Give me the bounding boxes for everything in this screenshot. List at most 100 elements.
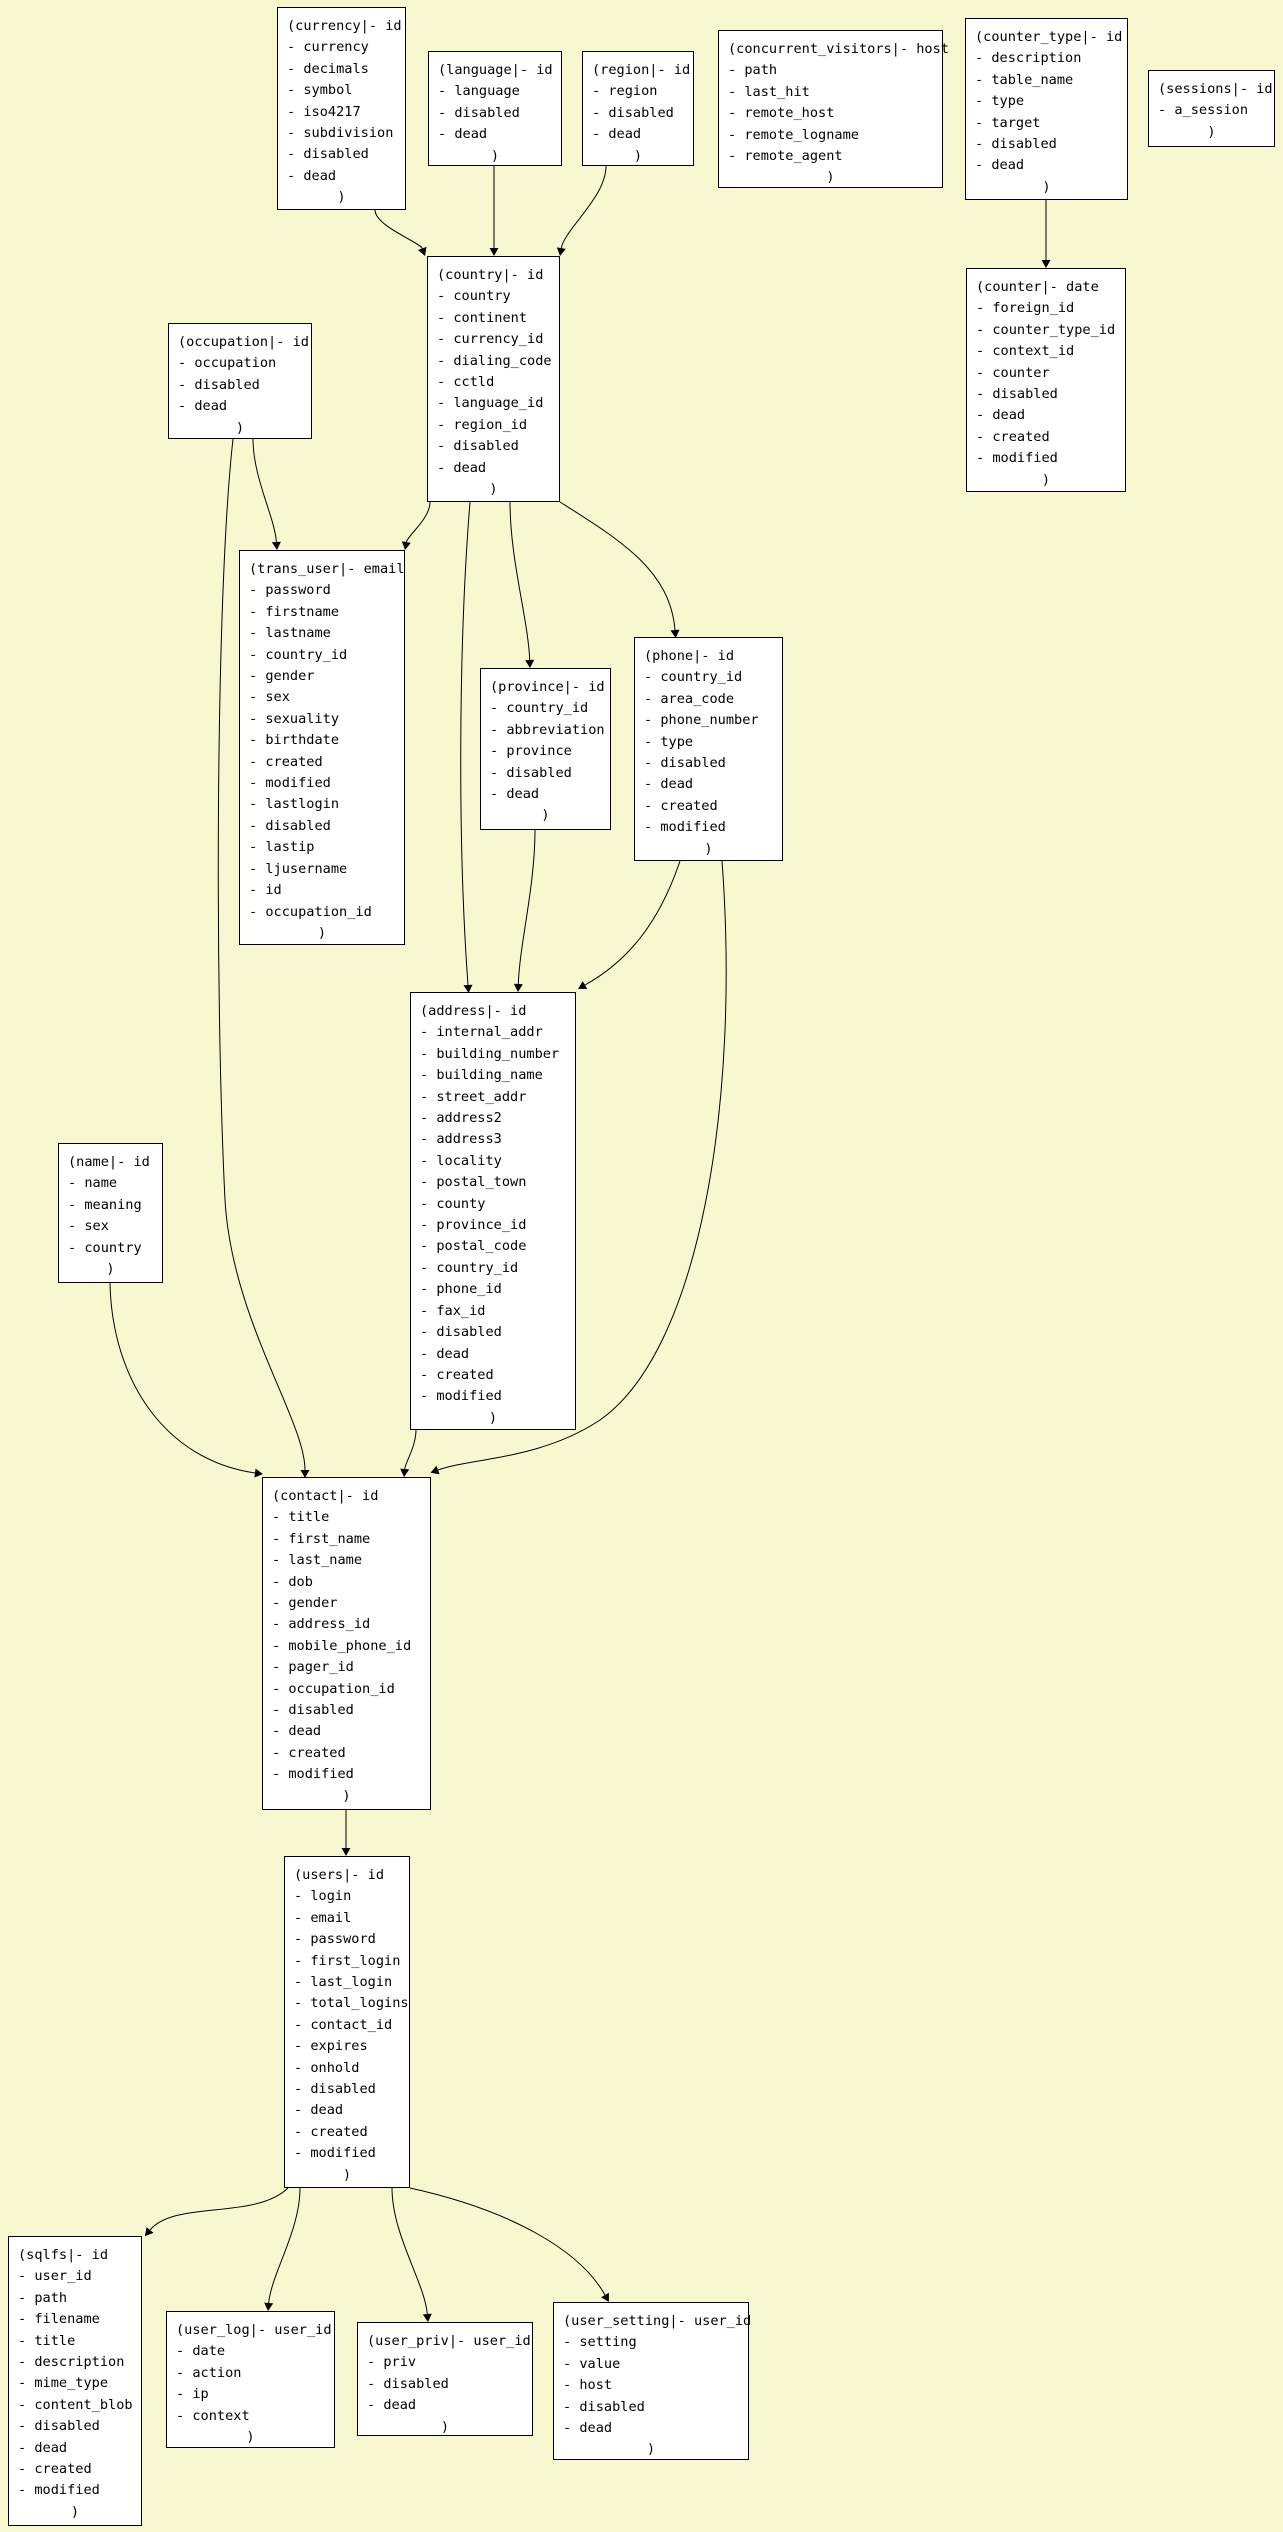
table-field: - dead	[437, 459, 487, 476]
table-field: - gender	[249, 668, 315, 685]
table-field: - target	[975, 114, 1041, 131]
table-field: - gender	[272, 1595, 338, 1612]
table-field: - contact_id	[294, 2016, 393, 2033]
table-field: - dead	[438, 126, 488, 143]
table-field: - type	[644, 733, 694, 750]
table-field: - modified	[644, 819, 726, 836]
table-sqlfs: (sqlfs|- id- user_id- path- filename- ti…	[8, 2236, 142, 2526]
table-close: )	[489, 481, 498, 498]
table-field: - created	[420, 1366, 494, 1383]
table-header: (user_setting|- user_id	[563, 2313, 752, 2329]
table-counter-type: (counter_type|- id- description- table_n…	[965, 18, 1128, 200]
table-field: - remote_logname	[728, 126, 859, 143]
table-header: (occupation|- id	[178, 334, 309, 350]
table-close: )	[337, 189, 346, 206]
arrowhead	[578, 981, 588, 989]
table-field: - remote_agent	[728, 148, 843, 165]
table-field: - total_logins	[294, 1995, 409, 2012]
table-field: - disabled	[178, 376, 260, 393]
table-field: - disabled	[420, 1324, 502, 1341]
table-close: )	[1041, 471, 1051, 488]
table-header: (counter_type|- id	[975, 29, 1123, 45]
arrowhead	[400, 1468, 410, 1477]
arrowhead	[601, 2292, 609, 2302]
table-header: (sessions|- id	[1158, 81, 1273, 97]
table-field: - onhold	[294, 2059, 360, 2076]
table-field: - first_name	[272, 1530, 371, 1547]
arrowhead	[513, 983, 523, 992]
table-field: - disabled	[563, 2398, 645, 2415]
table-close: )	[235, 419, 245, 436]
table-field: - title	[18, 2332, 76, 2349]
table-field: - table_name	[975, 71, 1074, 88]
table-close: )	[646, 2441, 656, 2458]
table-close: )	[342, 2166, 352, 2183]
table-header: (currency|- id	[287, 18, 402, 34]
table-currency: (currency|- id- currency- decimals- symb…	[277, 7, 406, 210]
edge-currency-to-country	[374, 209, 423, 249]
arrowhead	[463, 984, 473, 993]
table-name: (name|- id- name- meaning- sex- country)	[58, 1143, 163, 1283]
table-field: - address2	[420, 1110, 502, 1127]
table-field: - id	[249, 882, 282, 899]
table-field: - symbol	[287, 82, 353, 99]
table-field: - mobile_phone_id	[272, 1637, 412, 1654]
arrowhead	[271, 541, 281, 550]
table-field: - occupation	[178, 355, 277, 372]
table-header: (region|- id	[592, 62, 691, 78]
arrowhead	[430, 1465, 440, 1475]
table-users: (users|- id- login- email- password- fir…	[284, 1856, 410, 2188]
edge-phone-to-contact	[437, 860, 727, 1471]
table-user-log: (user_log|- user_id- date- action- ip- c…	[166, 2311, 335, 2448]
table-field: - created	[249, 753, 323, 770]
table-field: - dead	[420, 1345, 470, 1362]
table-field: - password	[249, 582, 331, 599]
table-field: - a_session	[1158, 102, 1249, 119]
table-field: - decimals	[287, 60, 369, 77]
table-field: - postal_town	[420, 1174, 527, 1191]
table-header: (user_priv|- user_id	[367, 2333, 531, 2349]
table-header: (user_log|- user_id	[176, 2322, 332, 2338]
table-field: - county	[420, 1195, 486, 1212]
table-field: - filename	[18, 2311, 100, 2328]
table-field: - birthdate	[249, 732, 340, 749]
table-field: - sex	[249, 689, 290, 706]
table-close: )	[541, 807, 550, 824]
table-field: - password	[294, 1931, 376, 1948]
table-region: (region|- id- region- disabled- dead)	[582, 51, 694, 166]
table-field: - disabled	[438, 104, 520, 121]
edge-users-to-sqlfs	[149, 2187, 289, 2231]
arrowhead	[422, 2313, 432, 2322]
table-header: (address|- id	[420, 1003, 527, 1019]
arrowhead	[1041, 260, 1051, 268]
table-field: - dead	[178, 398, 228, 415]
table-field: - context_id	[976, 343, 1075, 360]
table-field: - sexuality	[249, 710, 340, 727]
table-header: (concurrent_visitors|- host	[728, 41, 949, 57]
table-field: - dialing_code	[437, 352, 552, 369]
table-field: - content_blob	[18, 2396, 133, 2413]
table-close: )	[704, 840, 713, 857]
table-field: - value	[563, 2355, 621, 2372]
edge-region-to-country	[560, 165, 607, 249]
table-field: - expires	[294, 2038, 368, 2055]
table-phone: (phone|- id- country_id- area_code- phon…	[634, 637, 783, 861]
arrowhead	[341, 1848, 351, 1856]
table-close: )	[1042, 178, 1051, 195]
table-field: - region	[592, 83, 658, 100]
table-field: - street_addr	[420, 1088, 527, 1105]
table-field: - created	[294, 2123, 368, 2140]
arrowhead	[144, 2227, 154, 2237]
table-field: - priv	[367, 2354, 417, 2371]
table-field: - email	[294, 1909, 352, 1926]
table-close: )	[490, 147, 500, 164]
table-field: - title	[272, 1509, 330, 1526]
arrowhead	[264, 2302, 274, 2311]
table-field: - phone_number	[644, 712, 759, 729]
table-field: - country_id	[490, 700, 589, 717]
table-field: - name	[68, 1175, 118, 1192]
table-field: - last_name	[272, 1552, 363, 1569]
table-field: - address3	[420, 1131, 502, 1148]
table-field: - action	[176, 2364, 242, 2381]
table-close: )	[317, 924, 327, 941]
